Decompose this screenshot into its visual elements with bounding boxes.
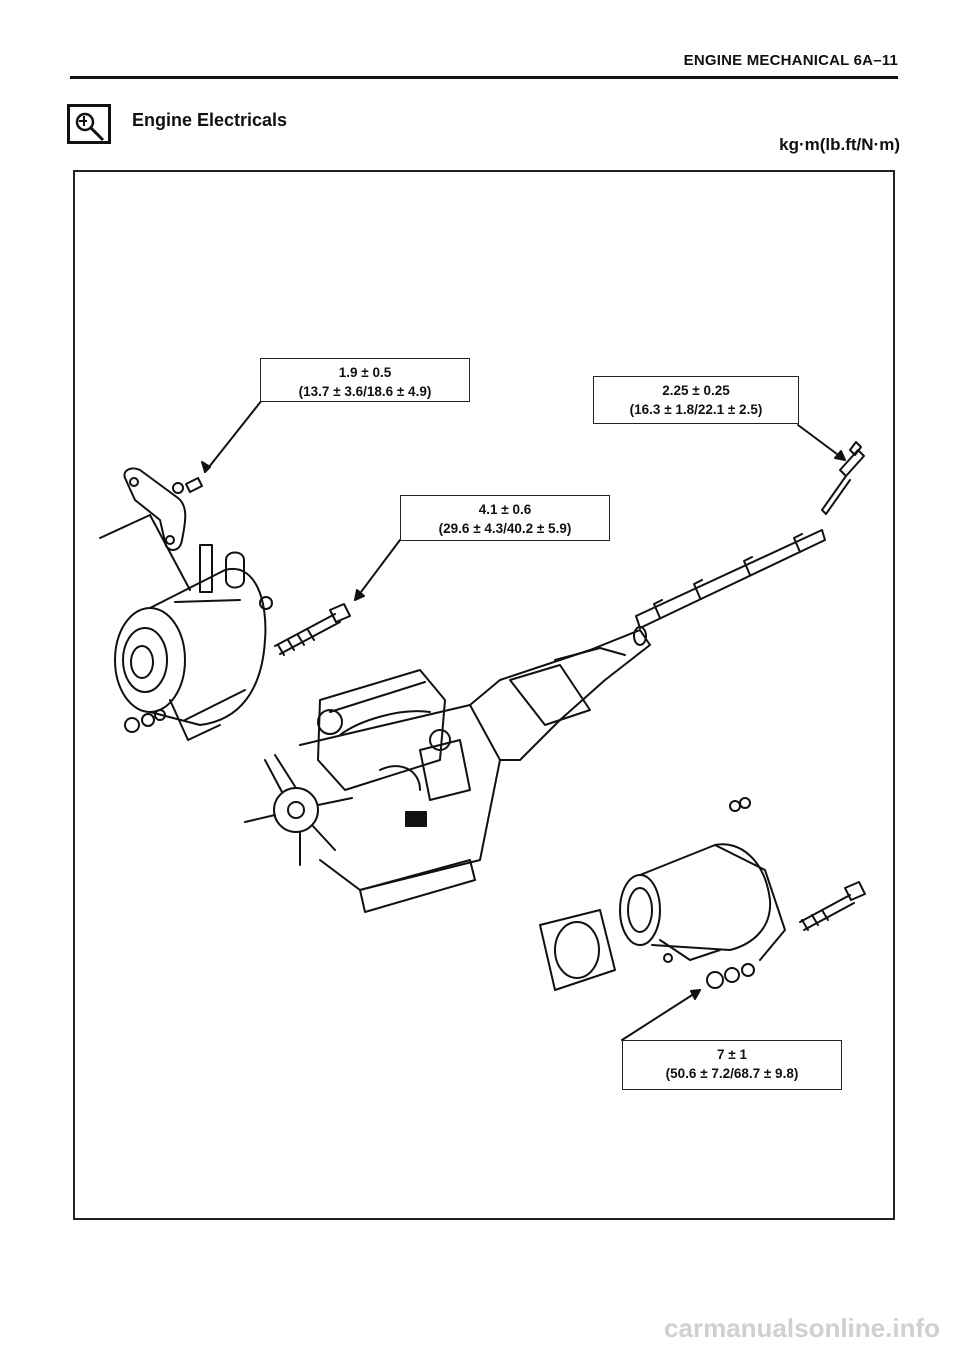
alternator [114,544,273,741]
torque-spec-box-3: 4.1 ± 0.6 (29.6 ± 4.3/40.2 ± 5.9) [400,495,610,541]
transmission [469,626,651,761]
alternator-through-bolt [274,603,351,656]
torque-spec-conversion: (29.6 ± 4.3/40.2 ± 5.9) [438,521,572,536]
torque-spec-value: 2.25 ± 0.25 [662,383,730,398]
alternator-bracket [99,467,191,591]
leader-line-4 [621,989,701,1041]
leader-line-1 [204,399,263,473]
torque-spec-value: 1.9 ± 0.5 [338,365,392,380]
starter-motor [619,843,786,963]
bracket-bolt [185,477,203,493]
units-label: kg·m(lb.ft/N·m) [779,135,900,154]
torque-spec-conversion: (50.6 ± 7.2/68.7 ± 9.8) [665,1066,799,1081]
torque-spec-conversion: (16.3 ± 1.8/22.1 ± 2.5) [629,402,763,417]
torque-spec-value: 4.1 ± 0.6 [478,502,532,517]
torque-spec-box-4: 7 ± 1 (50.6 ± 7.2/68.7 ± 9.8) [622,1040,842,1090]
starter-nut [706,971,724,989]
torque-spec-value: 7 ± 1 [717,1047,747,1062]
washer [172,482,184,494]
watermark: carmanualsonline.info [664,1313,940,1343]
section-title: Engine Electricals [132,110,288,130]
header-rule [70,76,898,79]
alternator-nut [124,717,140,733]
engine-block [244,669,501,913]
cooling-fan-blades [244,754,353,866]
starter-gasket [539,909,616,991]
torque-spec-box-1: 1.9 ± 0.5 (13.7 ± 3.6/18.6 ± 4.9) [260,358,470,402]
starter-bolt [799,881,866,931]
header-title: ENGINE MECHANICAL 6A–11 [683,52,898,69]
torque-spec-box-2: 2.25 ± 0.25 (16.3 ± 1.8/22.1 ± 2.5) [593,376,799,424]
small-washer [729,800,741,812]
wrench-icon [67,104,111,144]
glow-plug [821,441,865,515]
diagram-frame [73,170,895,1220]
torque-spec-conversion: (13.7 ± 3.6/18.6 ± 4.9) [298,384,432,399]
leader-line-3 [354,539,401,601]
glow-plug-connector [635,529,826,629]
